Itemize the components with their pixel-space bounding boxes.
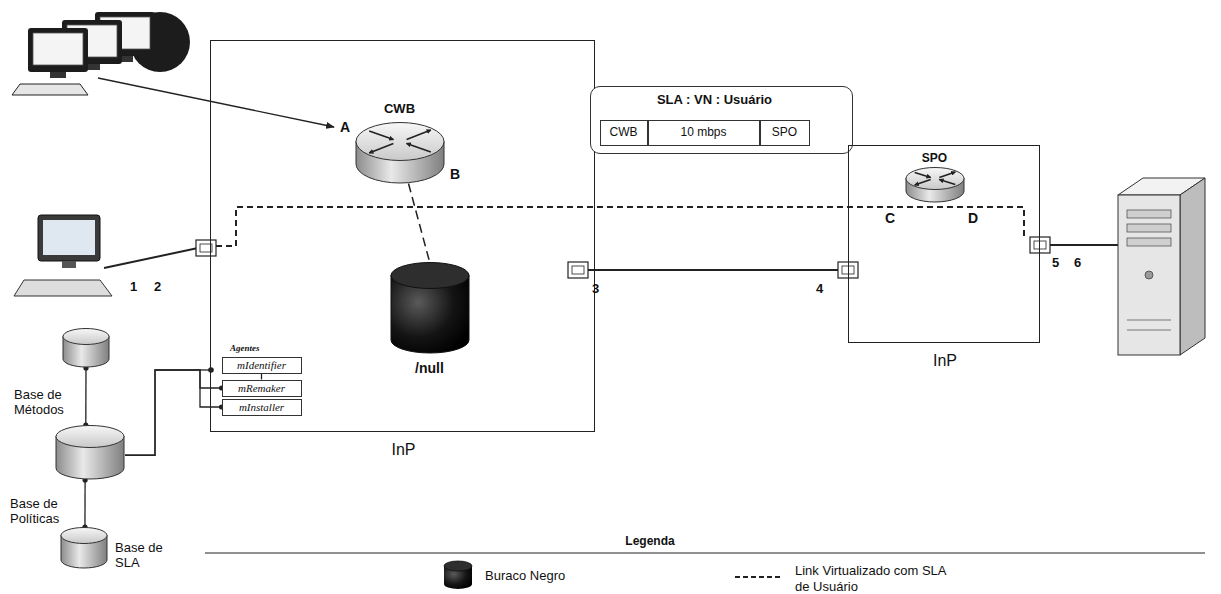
agent-box: mInstaller	[222, 399, 302, 416]
black-hole-sample	[444, 561, 472, 589]
node-label: CWB	[352, 102, 448, 117]
node-label: mInstaller	[239, 401, 284, 414]
cable	[104, 248, 198, 268]
node-label: InP	[849, 352, 1041, 370]
callout-label: 4	[816, 282, 823, 297]
infrastructure-provider-box: InPCWB/nullmIdentifiermRemakermInstaller	[210, 40, 595, 432]
database-node-shape	[60, 527, 108, 569]
node-label: Base de Métodos	[14, 388, 78, 418]
network-port	[568, 262, 588, 278]
callout-label: 1	[130, 280, 137, 295]
node-label: mRemaker	[238, 382, 285, 395]
connector-line	[125, 370, 222, 455]
router-arrow	[914, 179, 930, 185]
legend-heading: Legenda	[625, 535, 674, 549]
dashed-connector	[409, 184, 430, 262]
keyboard-icon	[12, 84, 88, 95]
group-heading: Agentes	[230, 343, 260, 353]
sla-cell: CWB	[600, 120, 648, 146]
database-node: Base de SLA	[60, 527, 165, 582]
router-arrow	[369, 143, 393, 153]
virtual-link	[216, 207, 1024, 246]
cylinder-top	[63, 329, 109, 345]
callout-label: C	[885, 210, 895, 226]
callout-label: B	[450, 166, 460, 182]
agent-box: mIdentifier	[222, 357, 302, 374]
desktop-computer	[14, 215, 112, 296]
connector-line	[85, 368, 86, 425]
router-node: SPO	[900, 152, 970, 204]
callout-label: 6	[1074, 256, 1081, 271]
cylinder-top	[391, 262, 469, 288]
node-label: Base de Políticas	[10, 497, 74, 527]
database-node-shape	[62, 328, 110, 368]
legend-text: Buraco Negro	[485, 568, 625, 584]
router-arrow	[406, 130, 430, 140]
node-label: /null	[385, 360, 475, 376]
node-label: SLA : VN : Usuário	[591, 93, 838, 108]
server-icon	[1118, 178, 1205, 355]
node-label: mIdentifier	[237, 359, 286, 372]
sla-cell: SPO	[760, 120, 810, 146]
callout-label: 2	[154, 280, 161, 295]
infrastructure-provider-box: InPSPO	[848, 145, 1040, 343]
router-node-shape	[355, 122, 445, 184]
database-node-shape	[55, 425, 125, 480]
black-hole-node: /null	[385, 262, 475, 382]
virtual-link-sample	[735, 576, 782, 578]
cylinder-top	[906, 167, 964, 189]
workstation-cluster	[12, 12, 190, 95]
router-node: CWB	[352, 100, 448, 186]
sla-cell: 10 mbps	[648, 120, 760, 146]
router-arrow	[939, 171, 955, 177]
router-arrow	[914, 172, 930, 177]
router-arrow	[939, 179, 955, 184]
cylinder-top	[356, 122, 444, 160]
cylinder-top	[61, 528, 107, 544]
agent-box: mRemaker	[222, 380, 302, 397]
black-hole-node-shape	[390, 262, 470, 354]
legend-text: Link Virtualizado com SLA de Usuário	[795, 563, 955, 594]
node-label: CWB	[610, 126, 638, 140]
monitor-icon	[28, 28, 88, 78]
node-label: Base de SLA	[115, 541, 165, 571]
router-node-shape	[905, 167, 965, 203]
node-label: 10 mbps	[680, 126, 726, 140]
legend-rule	[205, 553, 1205, 554]
database-node: Base de Métodos	[10, 328, 110, 420]
connector-line	[84, 480, 85, 527]
cylinder-top	[56, 426, 124, 448]
callout-label: 3	[592, 282, 599, 297]
network-port	[1030, 237, 1050, 253]
connector-line	[125, 370, 222, 455]
network-port	[196, 240, 216, 256]
callout-label: 5	[1052, 256, 1059, 271]
callout-label: A	[340, 119, 350, 135]
physical-link	[588, 269, 838, 271]
router-arrow	[406, 143, 430, 152]
node-label: SPO	[900, 152, 970, 166]
database-node: Base de Políticas	[8, 425, 125, 533]
node-label: InP	[211, 441, 596, 459]
sla-table: SLA : VN : UsuárioCWB 10 mbps SPO	[590, 86, 853, 154]
router-arrow	[369, 131, 393, 140]
node-label: SPO	[772, 126, 797, 140]
physical-link	[1050, 244, 1118, 246]
access-arrow	[98, 78, 334, 127]
callout-label: D	[968, 210, 978, 226]
